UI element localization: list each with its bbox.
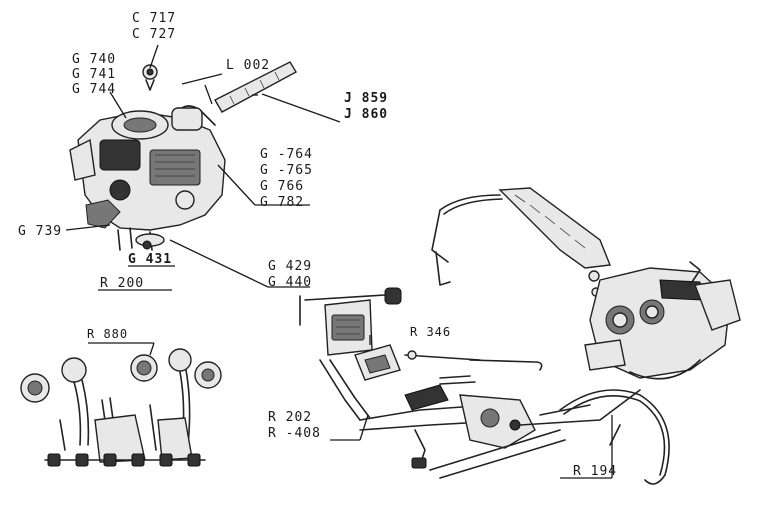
carburettor-assembly [69,61,297,251]
label-g431: G 431 [128,252,173,267]
label-g782: G 782 [260,195,305,210]
label-c717: C 717 [132,11,177,26]
label-r346: R 346 [410,325,452,339]
pedal-set [20,348,222,467]
label-r880: R 880 [87,327,129,341]
label-g429: G 429 [268,259,313,274]
label-r194: R 194 [573,464,618,479]
label-g739: G 739 [18,224,63,239]
label-r202: R 202 [268,410,313,425]
label-c727: C 727 [132,27,177,42]
label-g744: G 744 [72,82,117,97]
label-g766: G 766 [260,179,305,194]
leader-lines [65,44,613,479]
throttle-linkage [299,287,641,479]
label-g440: G 440 [268,275,313,290]
label-g765: G -765 [260,163,313,178]
label-g764: G -764 [260,147,313,162]
label-l002: L 002 [226,58,271,73]
label-j859: J 859 [344,91,389,106]
label-r408: R -408 [268,426,321,441]
label-j860: J 860 [344,107,389,122]
label-r200: R 200 [100,276,145,291]
engine-cable-assembly [431,187,741,485]
label-g740: G 740 [72,52,117,67]
label-g741: G 741 [72,67,117,82]
